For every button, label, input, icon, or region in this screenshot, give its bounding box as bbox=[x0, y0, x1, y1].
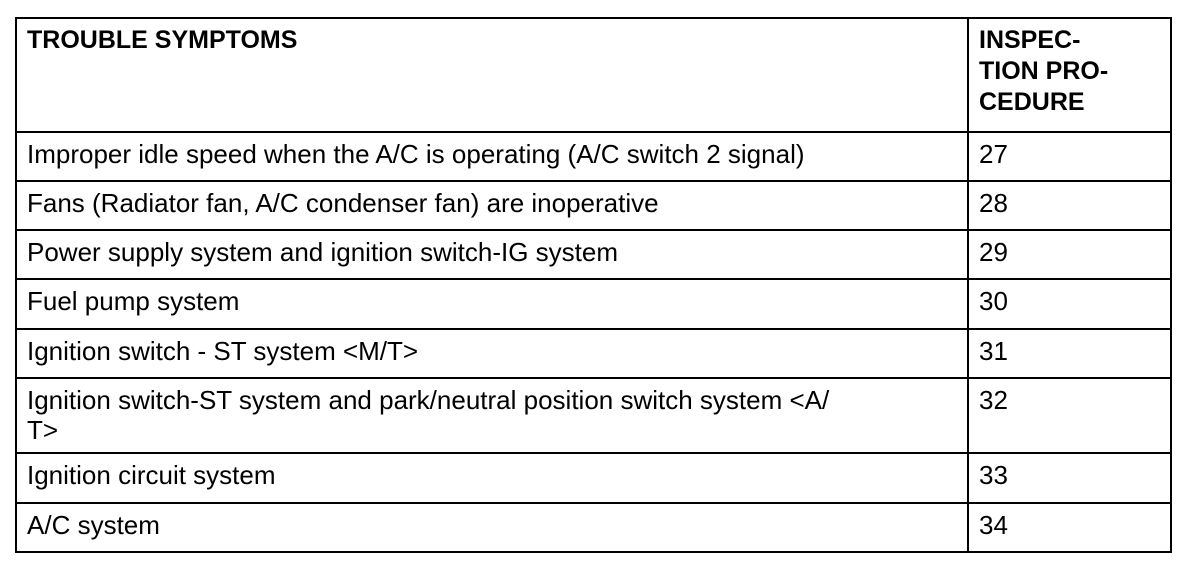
symptom-cell: A/C system bbox=[15, 501, 969, 554]
procedure-cell: 30 bbox=[967, 278, 1172, 330]
procedure-cell: 29 bbox=[967, 229, 1172, 281]
symptom-cell: Ignition switch - ST system <M/T> bbox=[15, 327, 969, 379]
header-trouble-symptoms: TROUBLE SYMPTOMS bbox=[15, 17, 969, 133]
table-row: Ignition switch-ST system and park/neutr… bbox=[15, 376, 1172, 455]
procedure-cell: 27 bbox=[967, 130, 1172, 182]
symptom-line-2: T> bbox=[27, 414, 59, 445]
table-row: Improper idle speed when the A/C is oper… bbox=[15, 130, 1172, 182]
procedure-cell: 28 bbox=[967, 179, 1172, 232]
symptom-cell: Fans (Radiator fan, A/C condenser fan) a… bbox=[15, 179, 969, 232]
trouble-symptoms-table: TROUBLE SYMPTOMS INSPEC- TION PRO- CEDUR… bbox=[15, 17, 1172, 554]
symptom-cell: Ignition circuit system bbox=[15, 452, 969, 504]
table-row: Ignition switch - ST system <M/T> 31 bbox=[15, 327, 1172, 379]
symptom-cell: Improper idle speed when the A/C is oper… bbox=[15, 130, 969, 182]
header-inspection-procedure: INSPEC- TION PRO- CEDURE bbox=[967, 17, 1172, 133]
header-procedure-line-1: INSPEC- bbox=[979, 26, 1081, 54]
table-row: Fans (Radiator fan, A/C condenser fan) a… bbox=[15, 179, 1172, 232]
procedure-cell: 31 bbox=[967, 327, 1172, 379]
table-header-row: TROUBLE SYMPTOMS INSPEC- TION PRO- CEDUR… bbox=[15, 17, 1172, 133]
table-row: Fuel pump system 30 bbox=[15, 278, 1172, 330]
procedure-cell: 33 bbox=[967, 452, 1172, 504]
procedure-cell: 32 bbox=[967, 376, 1172, 455]
header-procedure-line-2: TION PRO- bbox=[979, 57, 1109, 85]
symptom-cell: Ignition switch-ST system and park/neutr… bbox=[15, 376, 969, 455]
header-procedure-line-3: CEDURE bbox=[979, 88, 1085, 116]
table-row: Ignition circuit system 33 bbox=[15, 452, 1172, 504]
symptom-line-1: Ignition switch-ST system and park/neutr… bbox=[27, 384, 830, 415]
procedure-cell: 34 bbox=[967, 501, 1172, 554]
symptom-cell: Fuel pump system bbox=[15, 278, 969, 330]
table-row: A/C system 34 bbox=[15, 501, 1172, 554]
document-page: TROUBLE SYMPTOMS INSPEC- TION PRO- CEDUR… bbox=[15, 17, 1172, 554]
table-row: Power supply system and ignition switch-… bbox=[15, 229, 1172, 281]
symptom-cell: Power supply system and ignition switch-… bbox=[15, 229, 969, 281]
